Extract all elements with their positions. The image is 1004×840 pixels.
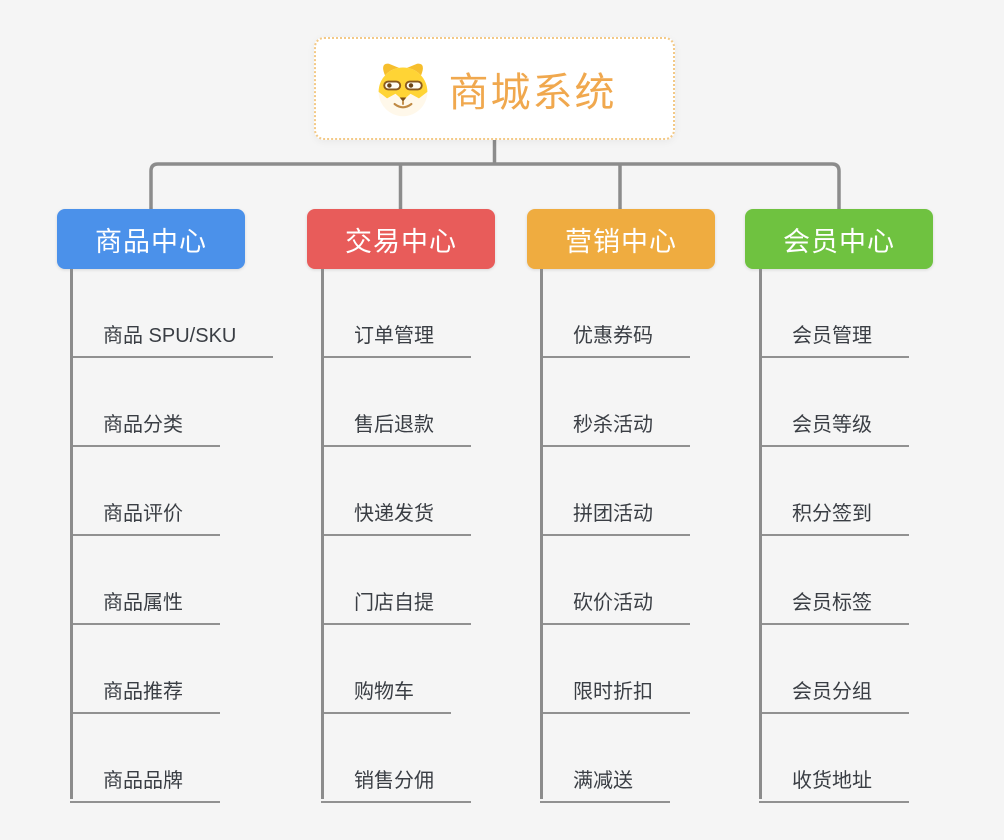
trunk-line bbox=[321, 269, 324, 799]
leaf-item[interactable]: 拼团活动 bbox=[540, 447, 690, 536]
leaf-item[interactable]: 会员管理 bbox=[759, 269, 909, 358]
leaf-column-marketing-center: 优惠券码 秒杀活动 拼团活动 砍价活动 限时折扣 满减送 bbox=[540, 269, 690, 803]
leaf-item[interactable]: 快递发货 bbox=[321, 447, 471, 536]
leaf-item[interactable]: 订单管理 bbox=[321, 269, 471, 358]
trunk-line bbox=[540, 269, 543, 799]
leaf-item[interactable]: 商品 SPU/SKU bbox=[70, 269, 274, 358]
leaf-item[interactable]: 砍价活动 bbox=[540, 536, 690, 625]
leaf-item[interactable]: 门店自提 bbox=[321, 536, 471, 625]
leaf-item[interactable]: 购物车 bbox=[321, 625, 451, 714]
leaf-item[interactable]: 销售分佣 bbox=[321, 714, 471, 803]
trunk-line bbox=[759, 269, 762, 799]
leaf-item[interactable]: 秒杀活动 bbox=[540, 358, 690, 447]
branch-node-product-center[interactable]: 商品中心 bbox=[57, 209, 245, 269]
leaf-item[interactable]: 商品推荐 bbox=[70, 625, 220, 714]
leaf-item[interactable]: 商品评价 bbox=[70, 447, 220, 536]
branch-node-trade-center[interactable]: 交易中心 bbox=[307, 209, 495, 269]
leaf-item[interactable]: 收货地址 bbox=[759, 714, 909, 803]
leaf-column-product-center: 商品 SPU/SKU 商品分类 商品评价 商品属性 商品推荐 商品品牌 bbox=[70, 269, 274, 803]
root-title: 商城系统 bbox=[448, 70, 617, 115]
leaf-item[interactable]: 售后退款 bbox=[321, 358, 471, 447]
leaf-item[interactable]: 商品品牌 bbox=[70, 714, 220, 803]
leaf-item[interactable]: 积分签到 bbox=[759, 447, 909, 536]
leaf-item[interactable]: 商品属性 bbox=[70, 536, 220, 625]
leaf-item[interactable]: 优惠券码 bbox=[540, 269, 690, 358]
leaf-item[interactable]: 满减送 bbox=[540, 714, 670, 803]
leaf-item[interactable]: 会员标签 bbox=[759, 536, 909, 625]
leaf-item[interactable]: 商品分类 bbox=[70, 358, 220, 447]
leaf-item[interactable]: 会员等级 bbox=[759, 358, 909, 447]
root-node[interactable]: 商城系统 bbox=[314, 37, 675, 140]
leaf-column-trade-center: 订单管理 售后退款 快递发货 门店自提 购物车 销售分佣 bbox=[321, 269, 471, 803]
leaf-column-member-center: 会员管理 会员等级 积分签到 会员标签 会员分组 收货地址 bbox=[759, 269, 909, 803]
leaf-item[interactable]: 限时折扣 bbox=[540, 625, 690, 714]
dog-face-icon bbox=[378, 63, 427, 116]
branch-node-marketing-center[interactable]: 营销中心 bbox=[527, 209, 715, 269]
trunk-line bbox=[70, 269, 73, 799]
leaf-item[interactable]: 会员分组 bbox=[759, 625, 909, 714]
branch-node-member-center[interactable]: 会员中心 bbox=[745, 209, 933, 269]
